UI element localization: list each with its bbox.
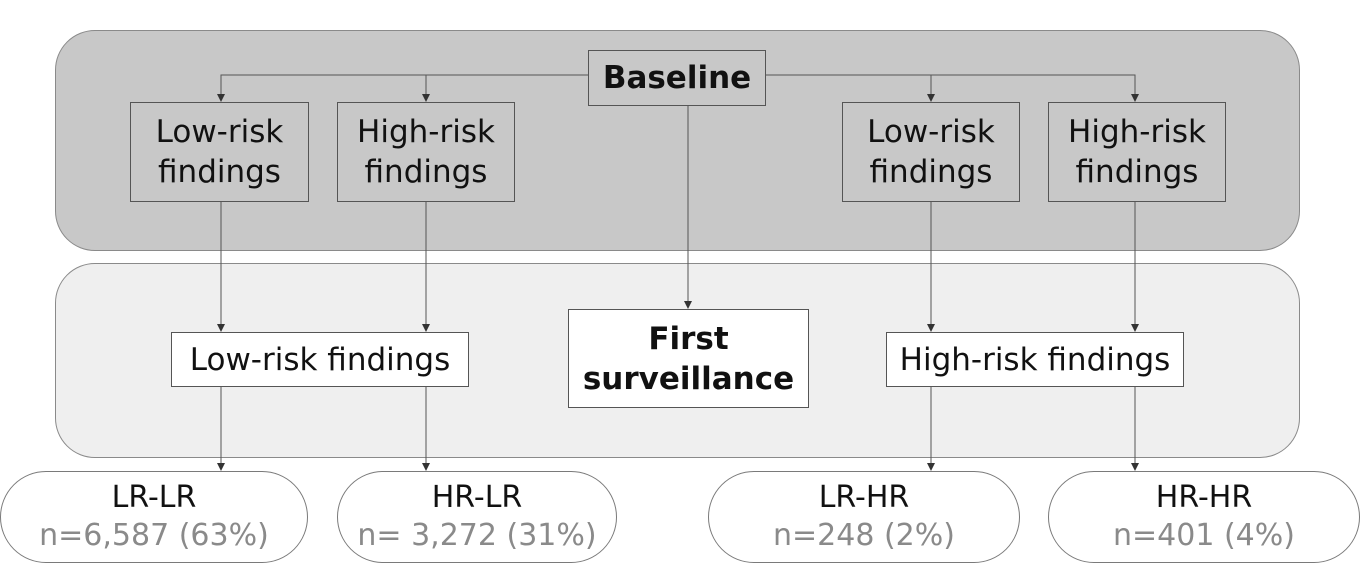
- outcome-code: LR-HR: [818, 480, 910, 515]
- outcome-hr-hr: HR-HR n=401 (4%): [1048, 471, 1360, 563]
- baseline-low-risk-left-box: Low-risk findings: [130, 102, 309, 202]
- outcome-code: LR-LR: [111, 480, 197, 515]
- outcome-lr-hr: LR-HR n=248 (2%): [708, 471, 1020, 563]
- baseline-branch-right: [766, 74, 1139, 102]
- outcome-count: n=6,587 (63%): [39, 518, 269, 553]
- first-surveillance-title-box: First surveillance: [568, 309, 809, 408]
- outcome-code: HR-LR: [431, 480, 523, 515]
- outcome-lr-lr: LR-LR n=6,587 (63%): [0, 471, 308, 563]
- baseline-title-box: Baseline: [588, 50, 766, 106]
- outcome-hr-lr: HR-LR n= 3,272 (31%): [337, 471, 617, 563]
- baseline-high-risk-left-box: High-risk findings: [337, 102, 515, 202]
- outcome-count: n= 3,272 (31%): [357, 518, 597, 553]
- outcome-count: n=248 (2%): [773, 518, 955, 553]
- baseline-branch-left: [217, 74, 588, 102]
- surveillance-high-risk-box: High-risk findings: [886, 332, 1184, 387]
- baseline-high-risk-right-box: High-risk findings: [1048, 102, 1226, 202]
- outcome-code: HR-HR: [1155, 480, 1253, 515]
- outcome-count: n=401 (4%): [1113, 518, 1295, 553]
- baseline-low-risk-right-box: Low-risk findings: [842, 102, 1020, 202]
- surveillance-low-risk-box: Low-risk findings: [171, 332, 469, 387]
